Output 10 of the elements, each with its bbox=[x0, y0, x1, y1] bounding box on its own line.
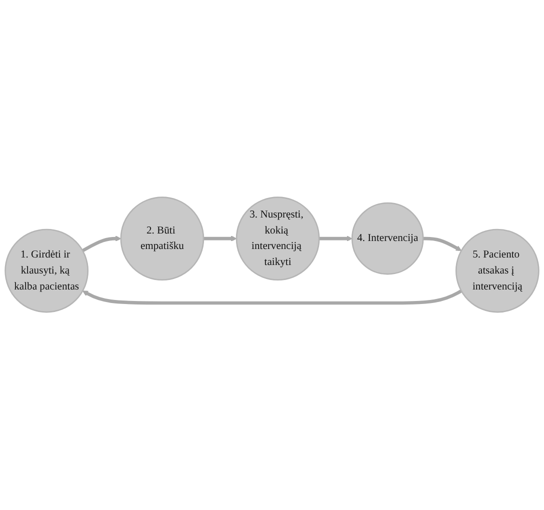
node-circle: 1. Girdėti ir klausyti, ką kalba pacientas bbox=[4, 229, 89, 314]
arrow bbox=[423, 237, 462, 252]
node-circle: 4. Intervencija bbox=[351, 202, 424, 276]
node-circle: 3. Nuspręsti, kokią intervenciją taikyti bbox=[236, 196, 320, 281]
arrow bbox=[82, 236, 122, 252]
node-circle: 5. Paciento atsakas į intervenciją bbox=[455, 229, 540, 314]
arrow bbox=[319, 236, 352, 242]
arrow bbox=[204, 236, 237, 242]
node-circle: 2. Būti empatišku bbox=[120, 196, 204, 281]
arrow bbox=[82, 290, 462, 305]
